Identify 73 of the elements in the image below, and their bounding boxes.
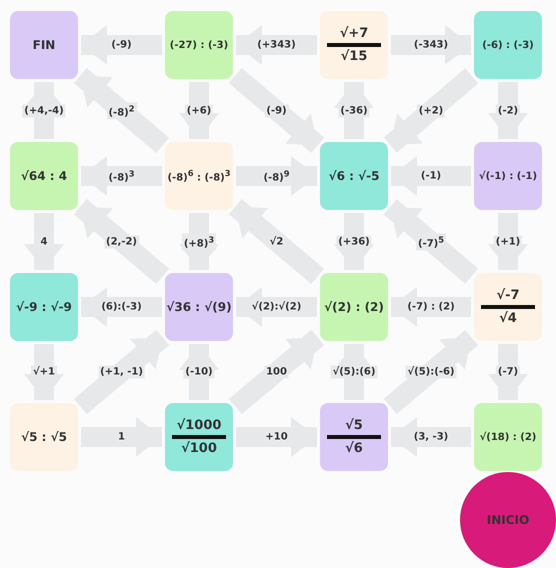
edge-label: (-8)$^{9}$ — [261, 167, 292, 185]
expression-text: √5 — [345, 418, 363, 433]
expression-text: √(18) : (2) — [480, 432, 536, 442]
arrow — [74, 199, 170, 284]
expression-box — [320, 403, 388, 471]
edge-label: (-8)$^{2}$ — [106, 102, 137, 120]
start-label: INICIO — [486, 513, 530, 527]
expression-text: FIN — [32, 38, 56, 52]
expression-text: √64 : 4 — [20, 169, 68, 183]
arrow — [74, 330, 170, 414]
expression-text: √-7 — [496, 288, 520, 303]
expression-text: √-9 : √-9 — [16, 300, 72, 314]
expression-text: √(-1) : (-1) — [478, 170, 538, 182]
arrow — [228, 199, 324, 284]
edge-label: (+2) — [416, 104, 446, 117]
expression-box — [474, 142, 542, 210]
expression-box — [474, 11, 542, 79]
expression-box — [474, 273, 542, 341]
expression-box — [10, 11, 78, 79]
arrow — [384, 199, 478, 284]
edge-label: (-9) — [109, 38, 134, 52]
expression-text: √6 : √-5 — [328, 169, 380, 183]
edge-label: √(5):(6) — [330, 366, 378, 378]
expression-text: √15 — [340, 49, 368, 64]
expression-text: (-8)$^{6}$ : (-8)$^{3}$ — [167, 168, 231, 184]
expression-box — [474, 403, 542, 471]
expression-text: √5 : √5 — [21, 430, 67, 444]
edge-label: (6):(-3) — [99, 300, 144, 314]
edge-label: (-343) — [412, 38, 450, 52]
expression-box — [10, 273, 78, 341]
expression-box — [320, 273, 388, 341]
arrow — [74, 68, 170, 153]
edge-label: (+1) — [494, 235, 522, 248]
expression-box — [10, 142, 78, 210]
expression-box — [320, 142, 388, 210]
edge-label: (2,-2) — [104, 235, 139, 248]
arrow — [228, 330, 324, 414]
edge-label: (+1, -1) — [98, 366, 145, 378]
expression-box — [165, 403, 233, 471]
arrow — [384, 330, 478, 414]
expression-text: (-27) : (-3) — [170, 40, 228, 50]
expression-text: √6 — [345, 441, 363, 456]
edge-label: (-2) — [496, 104, 520, 117]
edge-label: (+8)$^{3}$ — [182, 232, 216, 250]
edge-label: 100 — [264, 366, 289, 378]
edge-label: (-9) — [264, 104, 289, 117]
expression-box — [320, 11, 388, 79]
expression-text: √1000 — [176, 418, 222, 433]
edge-label: (-10) — [183, 366, 215, 378]
edge-label: (-1) — [418, 170, 444, 182]
arrow — [228, 68, 324, 153]
edge-label: (-8)$^{3}$ — [106, 167, 137, 185]
arrow — [384, 68, 478, 153]
expression-text: √+7 — [340, 26, 368, 41]
edge-label: (+343) — [255, 38, 298, 52]
expression-text: √4 — [499, 311, 517, 326]
expression-box — [165, 11, 233, 79]
edge-label: (+6) — [184, 104, 214, 117]
edge-label: √(5):(-6) — [405, 366, 457, 378]
edge-label: (-36) — [338, 104, 370, 117]
edge-label: (+36) — [336, 235, 372, 248]
expression-text: √36 : √(9) — [166, 300, 232, 314]
edge-label: (-7)$^{5}$ — [416, 232, 446, 250]
edge-label: √(2):√(2) — [250, 300, 304, 314]
edge-label: (-7) — [496, 366, 520, 378]
expression-box — [165, 273, 233, 341]
expression-text: √100 — [181, 441, 217, 456]
start-circle — [460, 472, 556, 568]
edge-label: (-7) : (2) — [405, 300, 457, 314]
expression-text: √(2) : (2) — [324, 300, 384, 314]
edge-label: (3, -3) — [412, 430, 450, 444]
expression-text: (-6) : (-3) — [482, 40, 534, 50]
edge-label: (+4,-4) — [22, 104, 66, 117]
